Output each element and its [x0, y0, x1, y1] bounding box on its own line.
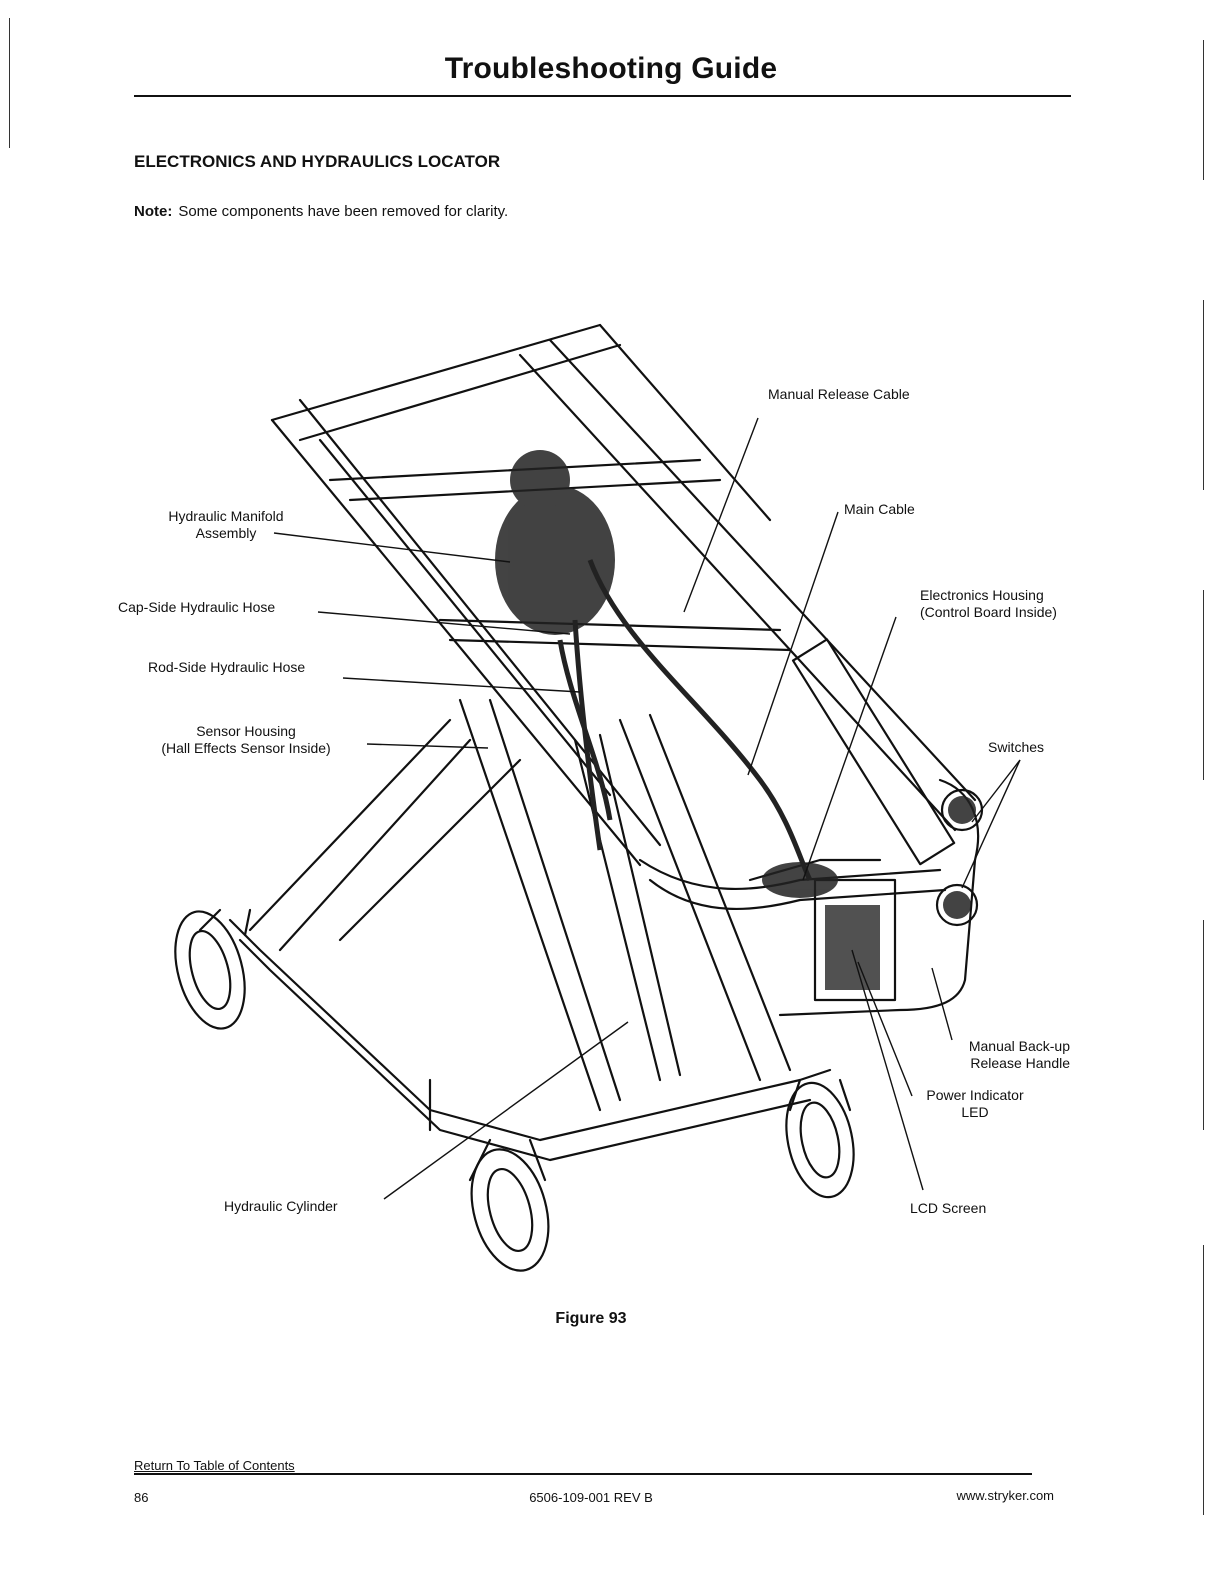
scan-edge-right-2	[1203, 300, 1204, 490]
callout-sensor-housing: Sensor Housing (Hall Effects Sensor Insi…	[140, 723, 352, 757]
leader-lines	[273, 417, 1021, 1200]
callout-electronics-housing: Electronics Housing (Control Board Insid…	[920, 587, 1057, 621]
callout-sensor-housing-line2: (Hall Effects Sensor Inside)	[161, 740, 331, 756]
note-label: Note:	[134, 203, 173, 220]
callout-cap-side-hose: Cap-Side Hydraulic Hose	[118, 599, 276, 615]
callout-power-indicator-line2: LED	[961, 1104, 989, 1120]
scan-edge-right-1	[1203, 40, 1204, 180]
callout-manual-release-cable: Manual Release Cable	[768, 386, 910, 402]
callout-hydraulic-manifold-line2: Assembly	[195, 525, 257, 541]
callout-electronics-housing-line2: (Control Board Inside)	[920, 604, 1057, 620]
figure-caption: Figure 93	[555, 1310, 627, 1327]
scan-edge-right-4	[1203, 920, 1204, 1130]
callout-main-cable: Main Cable	[844, 501, 915, 517]
component-masses	[495, 450, 976, 990]
note: Note: Some components have been removed f…	[134, 203, 508, 220]
callout-switches: Switches	[988, 739, 1045, 755]
callout-manual-backup-handle: Manual Back-up Release Handle	[930, 1038, 1070, 1072]
note-text: Some components have been removed for cl…	[178, 203, 509, 220]
header-rule	[134, 95, 1071, 97]
document-id: 6506-109-001 REV B	[529, 1490, 653, 1505]
footer-rule	[134, 1473, 1032, 1475]
website: www.stryker.com	[956, 1488, 1054, 1503]
scan-edge-left	[9, 18, 10, 148]
callout-power-indicator-line1: Power Indicator	[926, 1087, 1024, 1103]
callout-manual-backup-line1: Manual Back-up	[968, 1038, 1070, 1054]
callout-lcd-screen: LCD Screen	[910, 1200, 987, 1216]
scan-edge-right-3	[1203, 590, 1204, 780]
callout-hydraulic-manifold-line1: Hydraulic Manifold	[168, 508, 284, 524]
page-number: 86	[134, 1490, 149, 1505]
callout-hydraulic-cylinder: Hydraulic Cylinder	[224, 1198, 338, 1214]
hoses	[557, 559, 813, 882]
cot-frame-drawing	[174, 323, 984, 1272]
callout-power-indicator: Power Indicator LED	[912, 1087, 1038, 1121]
page-title: Troubleshooting Guide	[444, 52, 778, 85]
toc-link[interactable]: Return To Table of Contents	[134, 1458, 295, 1473]
callout-hydraulic-manifold: Hydraulic Manifold Assembly	[156, 508, 296, 542]
callout-rod-side-hose: Rod-Side Hydraulic Hose	[148, 659, 306, 675]
callout-sensor-housing-line1: Sensor Housing	[196, 723, 296, 739]
section-heading: ELECTRONICS AND HYDRAULICS LOCATOR	[134, 152, 501, 171]
scan-edge-right-5	[1203, 1245, 1204, 1515]
callout-manual-backup-line2: Release Handle	[970, 1055, 1070, 1071]
callout-electronics-housing-line1: Electronics Housing	[920, 587, 1044, 603]
